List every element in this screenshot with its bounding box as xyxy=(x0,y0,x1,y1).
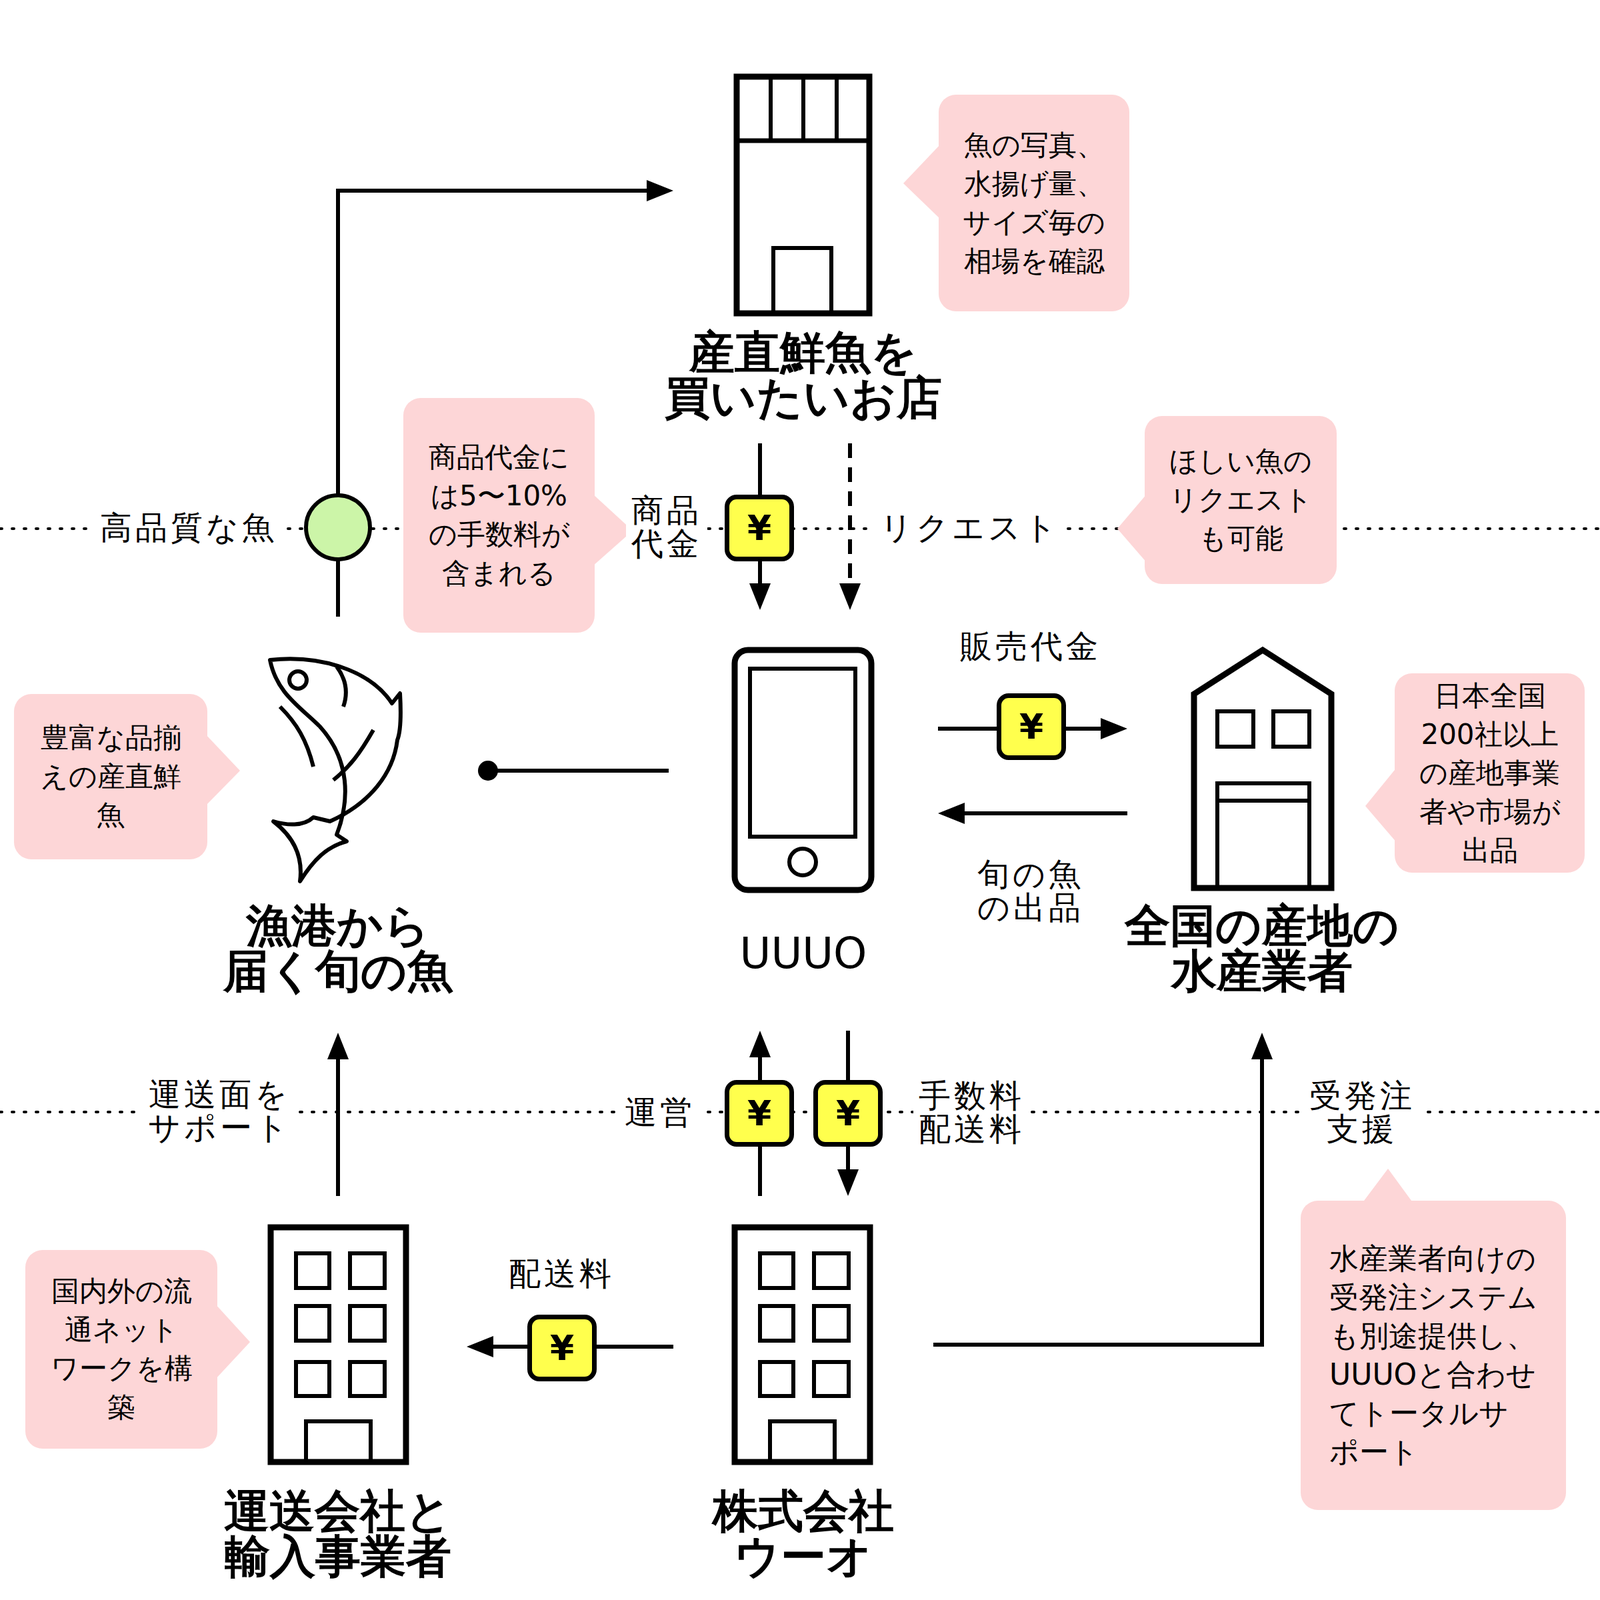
callout-box: 魚の写真、 水揚げ量、 サイズ毎の 相場を確認 xyxy=(938,94,1130,312)
arrow-head xyxy=(938,802,965,824)
node-heading: 漁港から 届く旬の魚 xyxy=(223,903,453,994)
fish-node: 漁港から 届く旬の魚 xyxy=(188,616,488,1033)
junction-circle xyxy=(306,495,370,560)
transport-node: 運送会社と 輸入事業者 xyxy=(209,1196,467,1590)
app-node: UUUO xyxy=(668,610,938,1031)
edge-label: 販売代金 xyxy=(954,629,1107,663)
phone-icon xyxy=(734,650,872,890)
arrow-head xyxy=(839,583,861,610)
flow-connector xyxy=(327,1032,349,1196)
callout-box: 日本全国 200社以上 の産地事業 者や市場が 出品 xyxy=(1394,673,1585,873)
connector-line xyxy=(848,443,852,585)
fish-icon xyxy=(270,658,401,882)
flow-connector xyxy=(488,770,669,772)
line-end-dot xyxy=(478,760,498,781)
producer-building-icon xyxy=(1194,650,1332,888)
callout-text: 水産業者向けの 受発注システム も別途提供し、 UUUOと合わせ てトータルサ … xyxy=(1329,1239,1538,1472)
connector-line xyxy=(336,1058,340,1196)
callout-box: ほしい魚の リクエスト も可能 xyxy=(1144,416,1337,584)
callout-pointers xyxy=(204,143,1414,1380)
producer-node: 全国の産地の 水産業者 xyxy=(1127,626,1397,1033)
yen-badge: ¥ xyxy=(813,1080,883,1147)
connector-line xyxy=(963,811,1128,816)
connector-line xyxy=(488,768,669,773)
arrow-head xyxy=(1100,718,1128,740)
callout-text: 商品代金に は5〜10% の手数料が 含まれる xyxy=(428,438,570,593)
company-building-icon xyxy=(734,1227,870,1462)
yen-badge: ¥ xyxy=(724,494,794,562)
callout-box: 商品代金に は5〜10% の手数料が 含まれる xyxy=(403,398,595,633)
arrow-head xyxy=(646,180,674,202)
callout-text: 豊富な品揃 えの産直鮮 魚 xyxy=(40,718,182,835)
callout-box: 水産業者向けの 受発注システム も別途提供し、 UUUOと合わせ てトータルサ … xyxy=(1300,1200,1566,1510)
shop-node: 産直鮮魚を 買いたいお店 xyxy=(673,66,934,444)
callout-text: 国内外の流 通ネット ワークを構 築 xyxy=(50,1272,193,1427)
edge-label: 旬の魚 の出品 xyxy=(972,857,1090,924)
flow-connector xyxy=(938,802,1128,824)
transport-building-icon xyxy=(270,1227,406,1462)
node-heading: UUUO xyxy=(740,930,868,977)
edge-label: 受発注 支援 xyxy=(1304,1078,1421,1146)
shop-icon xyxy=(736,76,870,314)
edge-label: 配送料 xyxy=(503,1256,620,1290)
arrow-head xyxy=(327,1032,349,1060)
edge-label: 手数料 配送料 xyxy=(913,1078,1030,1146)
arrow-head xyxy=(749,583,771,610)
edge-label: リクエスト xyxy=(874,510,1066,544)
node-heading: 産直鮮魚を 買いたいお店 xyxy=(664,330,942,421)
flow-connector xyxy=(839,443,861,610)
callout-text: 日本全国 200社以上 の産地事業 者や市場が 出品 xyxy=(1419,676,1561,870)
edge-label: 運送面を サポート xyxy=(142,1077,297,1144)
yen-badge: ¥ xyxy=(527,1314,597,1382)
node-heading: 株式会社 ウーオ xyxy=(712,1488,894,1580)
edge-label: 高品質な魚 xyxy=(94,510,283,544)
callout-text: 魚の写真、 水揚げ量、 サイズ毎の 相場を確認 xyxy=(962,126,1106,281)
arrow-head xyxy=(837,1169,859,1196)
yen-badge: ¥ xyxy=(996,693,1066,760)
callout-box: 豊富な品揃 えの産直鮮 魚 xyxy=(14,694,208,860)
node-heading: 全国の産地の 水産業者 xyxy=(1124,903,1400,994)
edge-label: 商品 代金 xyxy=(626,493,708,560)
node-heading: 運送会社と 輸入事業者 xyxy=(224,1488,452,1580)
arrow-head xyxy=(1251,1032,1273,1060)
callout-text: ほしい魚の リクエスト も可能 xyxy=(1169,442,1313,558)
edge-label: 運営 xyxy=(619,1095,701,1129)
yen-badge: ¥ xyxy=(724,1080,794,1147)
company-node: 株式会社 ウーオ xyxy=(673,1196,934,1590)
arrow-head xyxy=(749,1030,771,1058)
arrow-head xyxy=(466,1336,494,1358)
callout-box: 国内外の流 通ネット ワークを構 築 xyxy=(25,1250,218,1449)
